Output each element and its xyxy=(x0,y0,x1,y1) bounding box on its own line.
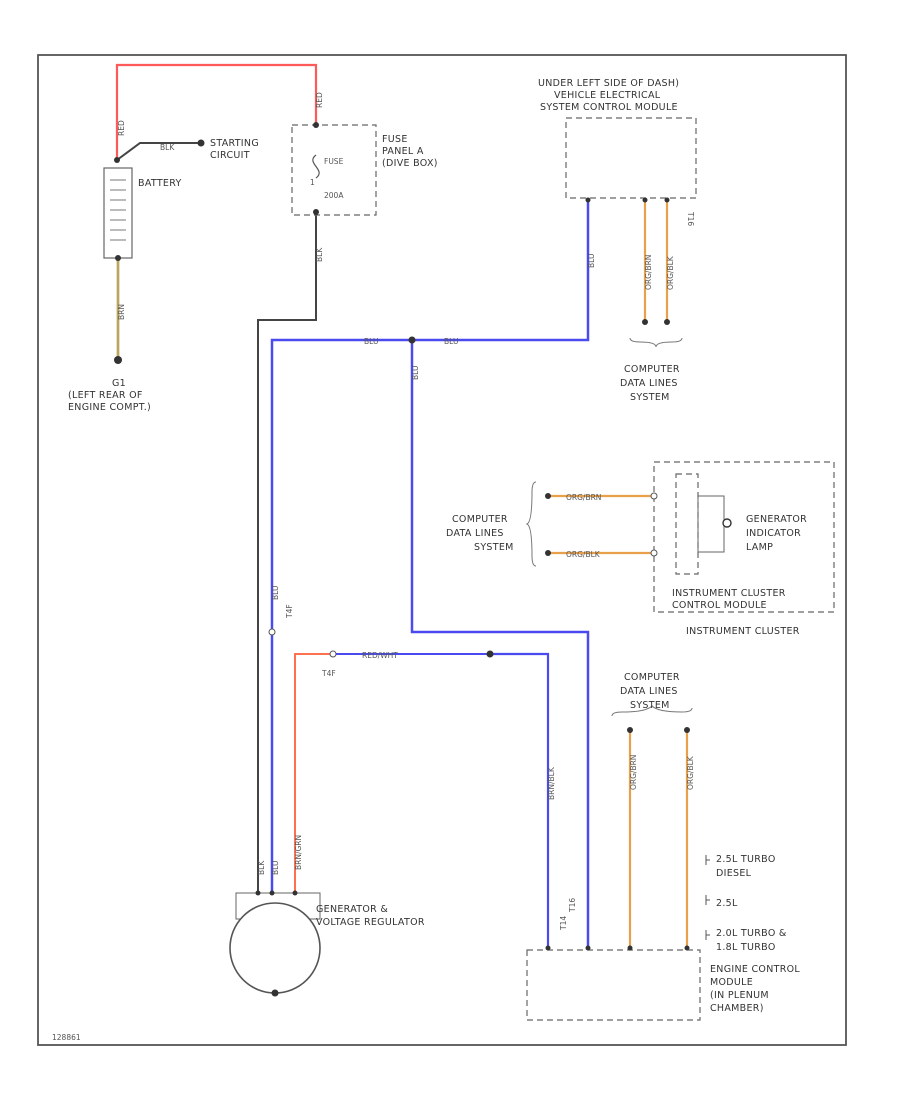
starting-circuit-line1: STARTING xyxy=(210,138,259,149)
cdl1-line2: DATA LINES xyxy=(620,378,678,389)
wl-org-blk-1: ORG/BLK xyxy=(666,255,675,290)
fuse-icon xyxy=(312,154,320,179)
generator-line2: VOLTAGE REGULATOR xyxy=(316,917,425,928)
variant-3-line1: 2.0L TURBO & xyxy=(716,928,787,939)
wl-red-wht: RED/WHT xyxy=(362,651,398,660)
cdl1-line1: COMPUTER xyxy=(624,364,680,375)
wl-org-brn-1: ORG/BRN xyxy=(644,255,653,290)
vecm-connector: T16 xyxy=(686,211,695,226)
generator-connector-t4f-2: T4F xyxy=(285,604,294,619)
connector-t4f-2-icon xyxy=(268,628,276,636)
starting-circuit-connector-icon xyxy=(197,139,205,147)
lamp-line3: LAMP xyxy=(746,542,773,553)
wl-org-brn-3: ORG/BRN xyxy=(629,755,638,790)
wire-battery-positive-red xyxy=(115,63,318,160)
instrument-cluster-outer xyxy=(653,461,835,613)
data-lines-brace-1 xyxy=(629,337,683,348)
data-lines-brace-2 xyxy=(525,481,537,567)
starting-circuit-line2: CIRCUIT xyxy=(210,150,250,161)
cdl2-line1: COMPUTER xyxy=(452,514,508,525)
generator-indicator-lamp-icon xyxy=(722,518,732,528)
data-lines-brace-3 xyxy=(611,705,693,717)
fuse-panel-line2: PANEL A xyxy=(382,146,424,157)
fuse-panel-line1: FUSE xyxy=(382,134,408,145)
instrument-cluster-module xyxy=(675,473,699,575)
variant-3-line2: 1.8L TURBO xyxy=(716,942,776,953)
ground-label-2: (LEFT REAR OF xyxy=(68,390,143,401)
wire-generator-ecm-blu xyxy=(490,652,550,948)
wl-blu-3: BLU xyxy=(587,254,596,268)
wl-red-1: RED xyxy=(117,120,126,136)
wl-blk-2: BLK xyxy=(315,247,324,262)
ground-g1-icon xyxy=(114,356,122,364)
ground-label-3: ENGINE COMPT.) xyxy=(68,402,151,413)
fuse-id: FUSE xyxy=(324,157,344,166)
ecm-connector-2: T16 xyxy=(568,898,577,913)
lamp-line2: INDICATOR xyxy=(746,528,801,539)
wire-blu-mid xyxy=(410,340,590,948)
variant-marker-2-icon xyxy=(705,895,710,905)
vecm-line3: SYSTEM CONTROL MODULE xyxy=(540,102,678,113)
wl-org-brn-2: ORG/BRN xyxy=(566,493,601,502)
wl-blu-1: BLU xyxy=(364,337,378,346)
ic-module-line2: CONTROL MODULE xyxy=(672,600,767,611)
cdl3-line3: SYSTEM xyxy=(630,700,670,711)
connector-t4f-icon xyxy=(329,650,337,658)
wire-starting-circuit-blk xyxy=(116,142,200,161)
wl-org-blk-2: ORG/BLK xyxy=(566,550,601,559)
variant-marker-3-icon xyxy=(705,930,710,940)
cdl3-line1: COMPUTER xyxy=(624,672,680,683)
wl-red-2: RED xyxy=(315,92,324,108)
generator-icon xyxy=(229,902,321,994)
lamp-line1: GENERATOR xyxy=(746,514,807,525)
battery-symbol xyxy=(103,167,133,259)
ecm-box xyxy=(526,949,701,1021)
ecm-line1: ENGINE CONTROL xyxy=(710,964,800,975)
wl-blu-5: BLU xyxy=(271,586,280,600)
generator-line1: GENERATOR & xyxy=(316,904,388,915)
wl-blu-2: BLU xyxy=(444,337,458,346)
wl-brn-grn: BRN/GRN xyxy=(294,835,303,870)
ic-module-line1: INSTRUMENT CLUSTER xyxy=(672,588,786,599)
wl-brn-blk: BRN/BLK xyxy=(547,766,556,800)
fuse-rating: 200A xyxy=(324,191,344,200)
wl-blu-4: BLU xyxy=(411,366,420,380)
ecm-line2: MODULE xyxy=(710,977,753,988)
generator-connector-t4f: T4F xyxy=(321,669,336,678)
ecm-connector-1: T14 xyxy=(559,916,568,931)
wl-blk-1: BLK xyxy=(160,143,175,152)
wl-blu-6: BLU xyxy=(271,861,280,875)
ecm-line4: CHAMBER) xyxy=(710,1003,764,1014)
variant-1-line1: 2.5L TURBO xyxy=(716,854,776,865)
variant-1-line2: DIESEL xyxy=(716,868,752,879)
vecm-box xyxy=(565,117,697,199)
fuse-terminal: 1 xyxy=(310,178,315,187)
cdl2-line2: DATA LINES xyxy=(446,528,504,539)
blu-splice-icon xyxy=(408,336,416,344)
variant-2: 2.5L xyxy=(716,898,738,909)
fuse-panel-line3: (DIVE BOX) xyxy=(382,158,438,169)
wire-blu-top-bus xyxy=(270,200,590,895)
cdl1-line3: SYSTEM xyxy=(630,392,670,403)
vecm-line2: VEHICLE ELECTRICAL xyxy=(554,90,661,101)
vecm-line1: UNDER LEFT SIDE OF DASH) xyxy=(538,78,679,89)
cdl3-line2: DATA LINES xyxy=(620,686,678,697)
wl-blk-3: BLK xyxy=(257,860,266,875)
cdl2-line3: SYSTEM xyxy=(474,542,514,553)
wl-org-blk-3: ORG/BLK xyxy=(686,755,695,790)
ecm-line3: (IN PLENUM xyxy=(710,990,769,1001)
ground-label-1: G1 xyxy=(112,378,126,389)
fuse-panel-box xyxy=(291,124,377,216)
variant-marker-1-icon xyxy=(705,855,710,865)
footer-code: 128861 xyxy=(52,1033,81,1042)
wire-exciter xyxy=(294,653,330,895)
diagram-border xyxy=(37,54,847,1046)
ic-outer-label: INSTRUMENT CLUSTER xyxy=(686,626,800,637)
wl-brn: BRN xyxy=(117,304,126,320)
battery-label: BATTERY xyxy=(138,178,182,189)
wire-fuse-output-blk xyxy=(257,212,317,895)
